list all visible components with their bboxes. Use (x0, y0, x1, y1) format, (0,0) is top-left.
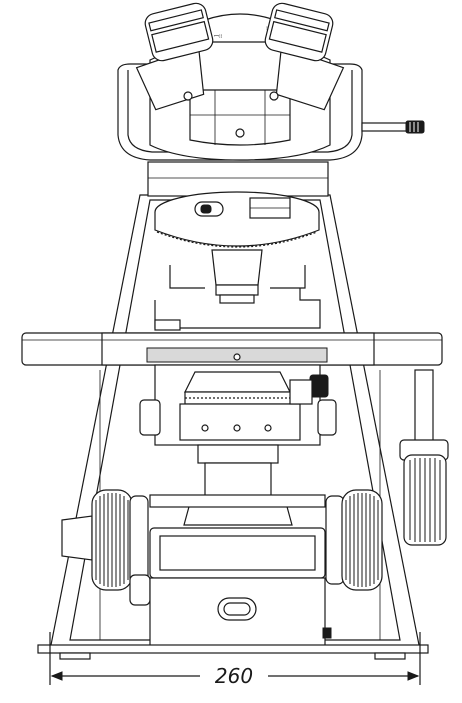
dimension-label: 260 (215, 664, 253, 688)
right-focus-knob (325, 489, 383, 591)
inner-frame (154, 265, 321, 331)
left-focus-knob (61, 489, 151, 606)
svg-text:ꟷ∷: ꟷ∷ (214, 33, 223, 40)
binocular-head: ꟷ∷ ∷ (117, 2, 425, 161)
stage (21, 332, 443, 366)
base-housing (37, 527, 429, 660)
left-eyepiece (135, 2, 214, 111)
condenser-assembly (139, 364, 337, 446)
width-dimension: 260 (49, 632, 421, 688)
nosepiece (154, 191, 320, 304)
lower-column (149, 444, 326, 526)
right-eyepiece (264, 2, 345, 111)
head-side-lever (361, 120, 425, 134)
stage-control-knob (399, 369, 449, 546)
